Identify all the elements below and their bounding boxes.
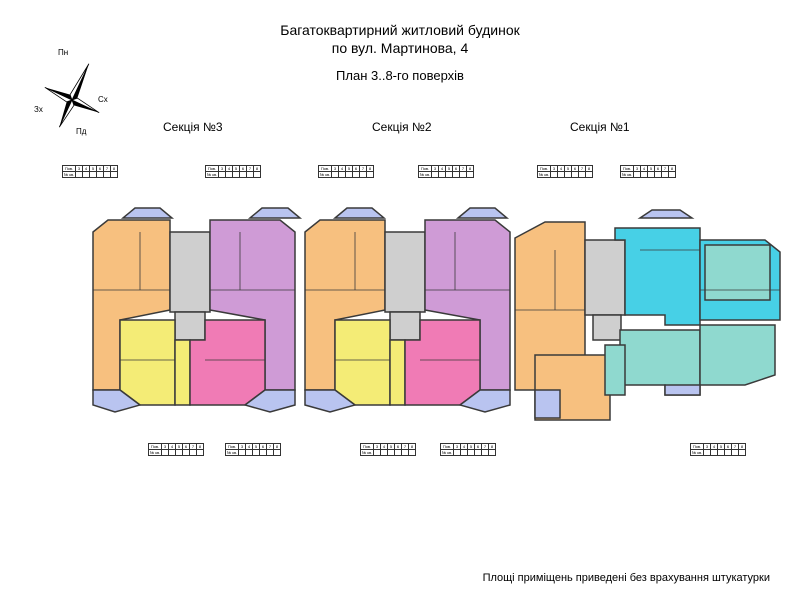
apartment-cyan bbox=[614, 227, 701, 326]
compass-rose: Пн Сх Зх Пд bbox=[30, 45, 120, 136]
balcony bbox=[637, 209, 695, 219]
building-title: Багатоквартирний житловий будинок bbox=[280, 22, 520, 38]
balcony bbox=[243, 389, 296, 413]
footnote: Площі приміщень приведені без врахування… bbox=[482, 572, 770, 584]
apartment-teal bbox=[604, 344, 626, 396]
apartment-yellow bbox=[389, 339, 406, 406]
stairwell bbox=[389, 311, 421, 341]
stairwell bbox=[174, 311, 206, 341]
stairwell bbox=[169, 231, 211, 313]
balcony bbox=[455, 207, 510, 219]
compass-north: Пн bbox=[58, 48, 69, 57]
compass-east: Сх bbox=[98, 95, 108, 104]
balcony bbox=[120, 207, 175, 219]
apartment-yellow bbox=[334, 319, 391, 406]
section-2-label: Секція №2 bbox=[372, 120, 432, 134]
apartment-teal bbox=[699, 324, 776, 386]
stairwell bbox=[592, 314, 622, 341]
balcony bbox=[304, 389, 357, 413]
compass-west: Зх bbox=[34, 105, 43, 114]
balcony bbox=[534, 389, 561, 419]
balcony bbox=[92, 389, 142, 413]
apartment-pink bbox=[404, 319, 481, 406]
compass-rose-icon bbox=[44, 63, 100, 128]
stairwell bbox=[384, 231, 426, 313]
stairwell bbox=[584, 239, 626, 316]
section-3-label: Секція №3 bbox=[163, 120, 223, 134]
balcony bbox=[664, 384, 701, 396]
apartment-yellow bbox=[119, 319, 176, 406]
balcony bbox=[247, 207, 303, 219]
building-address: по вул. Мартинова, 4 bbox=[331, 40, 469, 56]
balcony bbox=[458, 389, 511, 413]
apartment-yellow bbox=[174, 339, 191, 406]
compass-south: Пд bbox=[76, 127, 87, 136]
apartment-teal bbox=[704, 244, 771, 301]
floor-plan-title: План 3..8-го поверхів bbox=[336, 68, 464, 83]
apartment-pink bbox=[189, 319, 266, 406]
section-1-label: Секція №1 bbox=[570, 120, 630, 134]
balcony bbox=[332, 207, 387, 219]
